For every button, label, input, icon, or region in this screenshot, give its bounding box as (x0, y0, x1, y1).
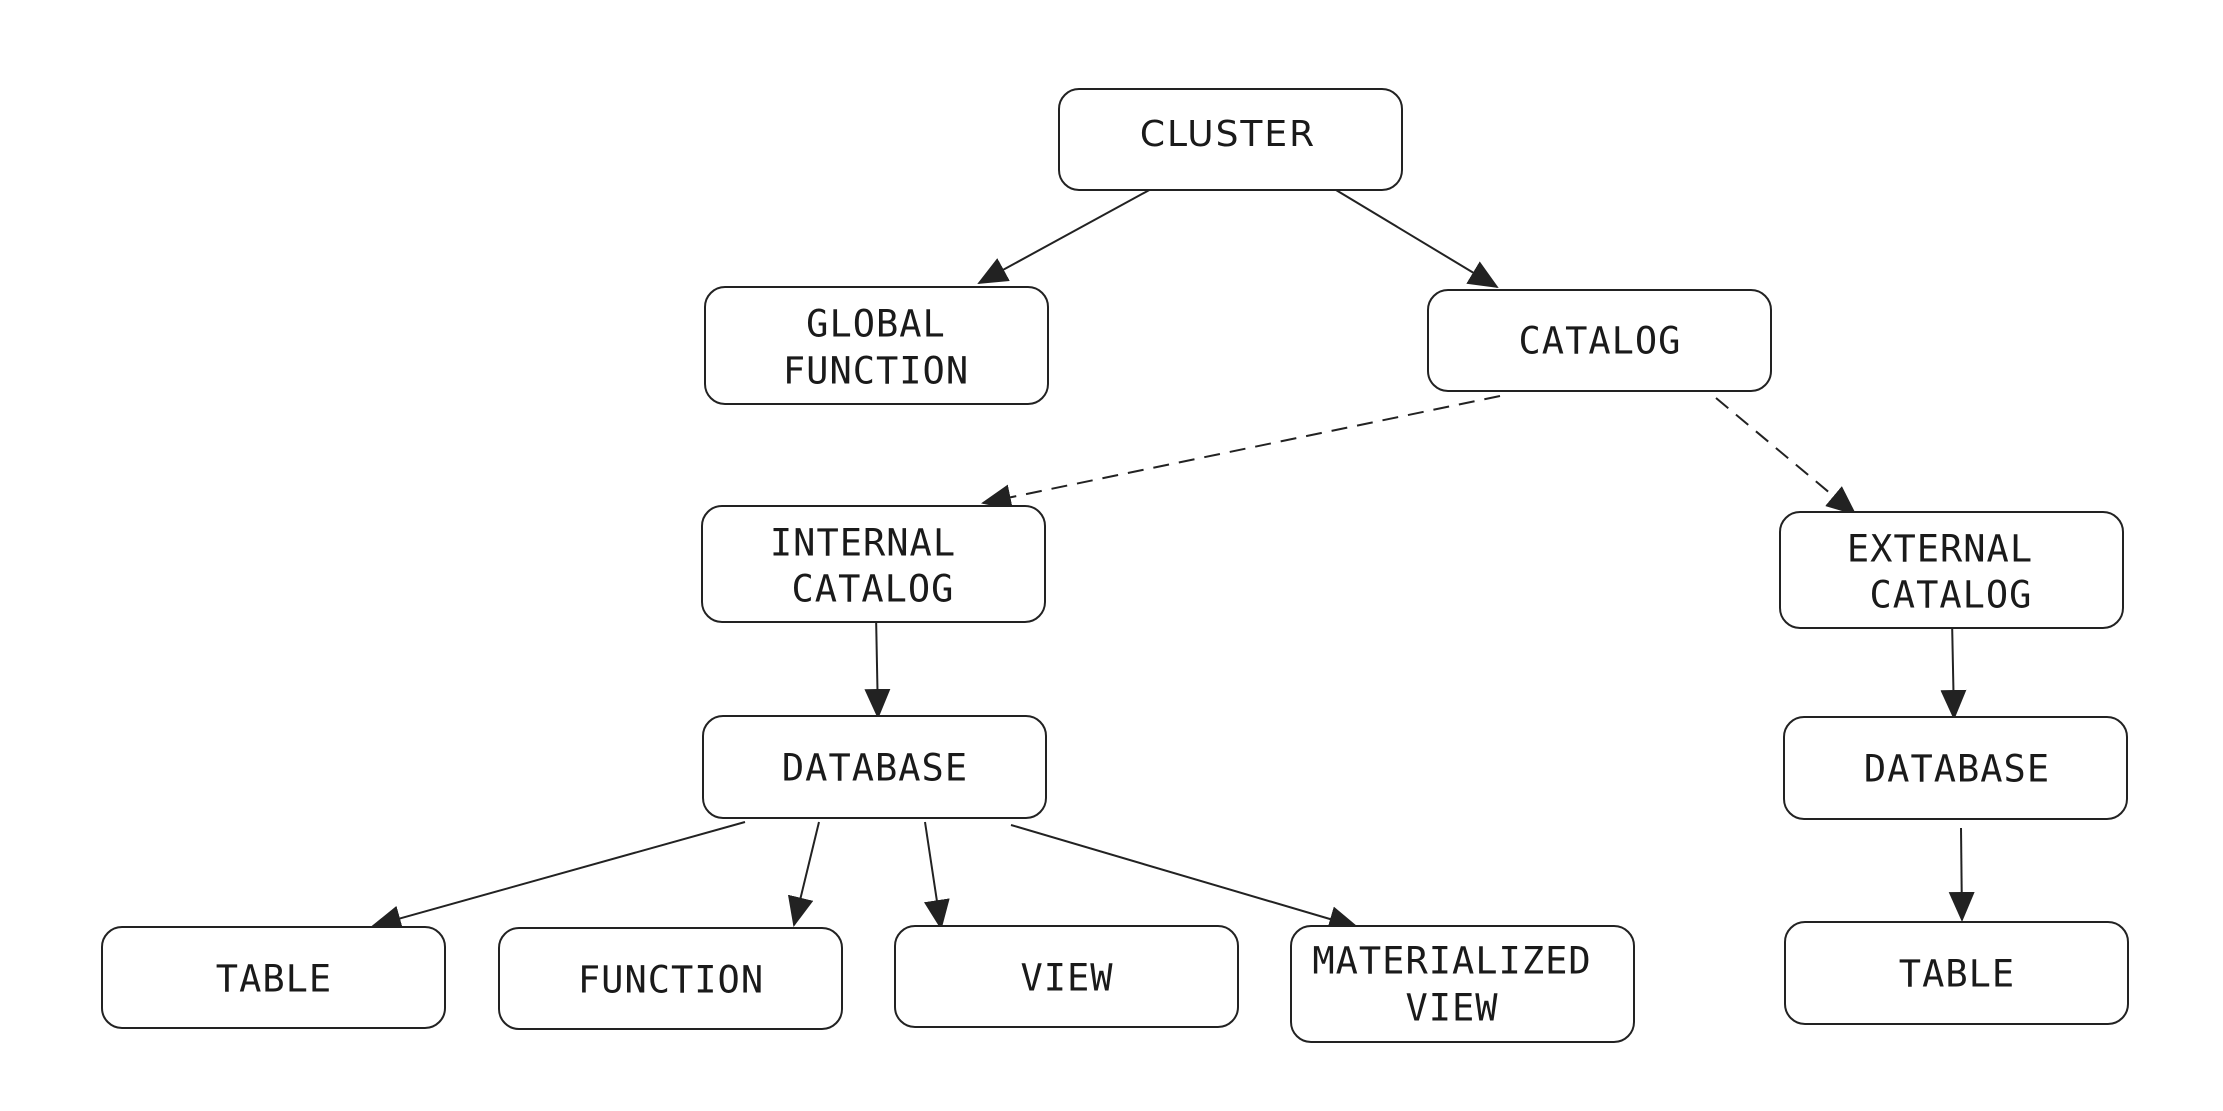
node-external-table-label: TABLE (1899, 953, 2015, 996)
edge-internal-catalog-to-database (864, 613, 891, 719)
node-cluster: CLUSTER (1058, 88, 1403, 191)
node-cluster-label: CLUSTER (1140, 114, 1316, 155)
node-internal-database-label: DATABASE (782, 747, 968, 790)
node-materialized-view-label-line1: MATERIALIZED (1312, 940, 1591, 983)
node-global-function-label-line2: FUNCTION (783, 350, 969, 393)
edge-external-database-to-table (1948, 827, 1975, 922)
node-external-database-label: DATABASE (1864, 748, 2050, 791)
node-materialized-view: MATERIALIZED VIEW (1290, 925, 1635, 1043)
node-external-catalog-label-line2: CATALOG (1870, 574, 2033, 617)
edge-database-to-view (923, 821, 950, 930)
node-function: FUNCTION (498, 927, 843, 1030)
node-internal-catalog-label-line2: CATALOG (792, 568, 955, 611)
node-global-function-label-line1: GLOBAL (806, 303, 946, 346)
node-function-label: FUNCTION (578, 959, 764, 1002)
edges (371, 187, 1975, 932)
node-internal-catalog-label-line1: INTERNAL (770, 522, 956, 565)
edge-database-to-table (371, 821, 746, 931)
edge-catalog-to-external-catalog (1715, 397, 1857, 516)
edge-external-catalog-to-database (1940, 618, 1967, 720)
node-global-function: GLOBAL FUNCTION (704, 286, 1049, 405)
node-external-catalog: EXTERNAL CATALOG (1779, 511, 2124, 629)
node-external-database: DATABASE (1783, 716, 2128, 820)
edge-cluster-to-global-function (977, 187, 1154, 284)
node-materialized-view-label-line2: VIEW (1405, 987, 1498, 1030)
node-external-table: TABLE (1784, 921, 2129, 1025)
node-table: TABLE (101, 926, 446, 1029)
node-table-label: TABLE (216, 958, 332, 1001)
node-catalog-label: CATALOG (1519, 320, 1682, 363)
node-internal-database: DATABASE (702, 715, 1047, 819)
edge-database-to-function (787, 821, 820, 927)
edge-database-to-materialized-view (1010, 824, 1359, 932)
node-external-catalog-label-line1: EXTERNAL (1847, 528, 2033, 571)
node-internal-catalog: INTERNAL CATALOG (701, 505, 1046, 623)
node-view-label: VIEW (1020, 957, 1113, 1000)
node-catalog: CATALOG (1427, 289, 1772, 392)
edge-catalog-to-internal-catalog (981, 395, 1501, 511)
node-view: VIEW (894, 925, 1239, 1028)
edge-cluster-to-catalog (1335, 189, 1499, 289)
